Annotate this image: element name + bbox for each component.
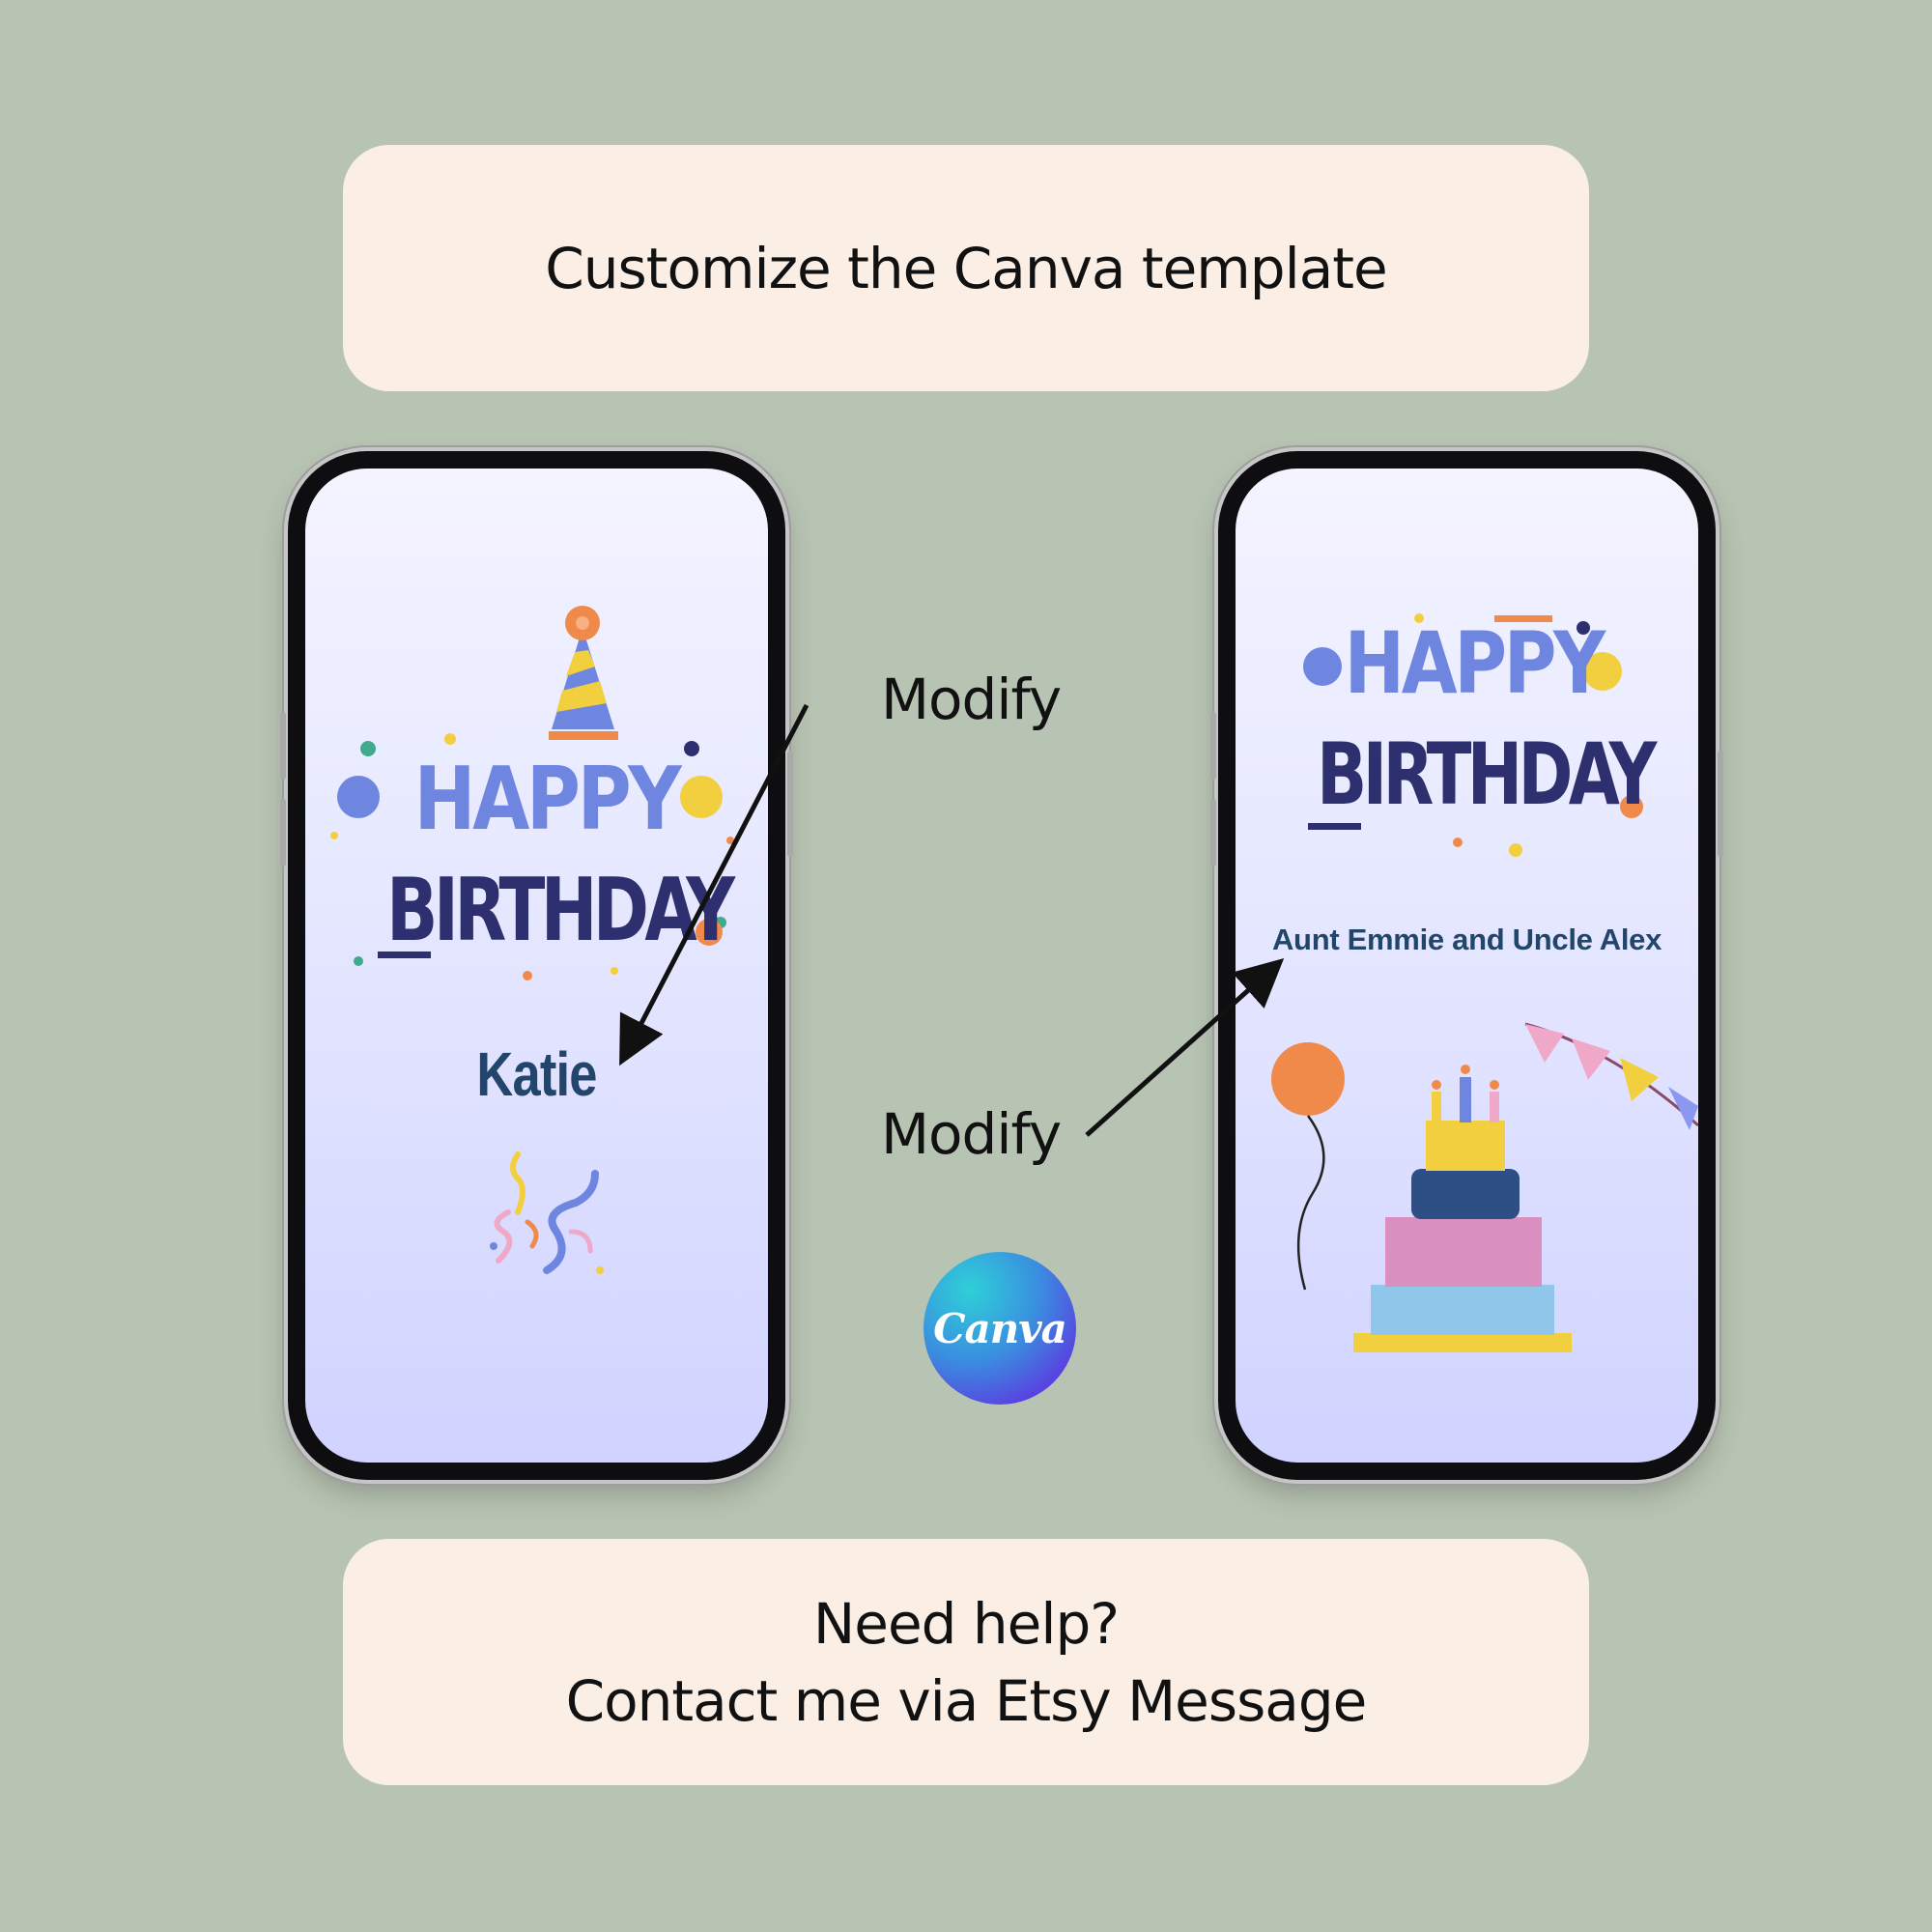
phone-mockup-left: HAPPY BIRTHDAY Katie <box>280 451 793 1480</box>
birthday-artwork-right <box>1271 613 1698 1352</box>
phone-screen-left: HAPPY BIRTHDAY Katie <box>305 469 768 1463</box>
recipient-name-katie[interactable]: Katie <box>476 1039 597 1109</box>
cake-icon <box>1353 1065 1572 1352</box>
phone-mockup-right: HAPPY BIRTHDAY Aunt Emmie and Uncle Alex <box>1210 451 1723 1480</box>
party-hat-icon <box>549 606 618 740</box>
balloon-icon <box>1271 1042 1345 1291</box>
canva-logo-text: Canva <box>933 1304 1067 1352</box>
bottom-banner: Need help? Contact me via Etsy Message <box>343 1539 1589 1785</box>
phone-screen-right: HAPPY BIRTHDAY Aunt Emmie and Uncle Alex <box>1236 469 1698 1463</box>
birthday-title: BIRTHDAY <box>1317 724 1657 824</box>
happy-title: HAPPY <box>1344 613 1606 713</box>
canva-logo-icon: Canva <box>923 1252 1076 1405</box>
help-question: Need help? <box>812 1590 1120 1657</box>
banner-title: Customize the Canva template <box>545 235 1387 301</box>
top-banner: Customize the Canva template <box>343 145 1589 391</box>
modify-label-top: Modify <box>881 667 1062 732</box>
recipient-name-aunt-uncle[interactable]: Aunt Emmie and Uncle Alex <box>1271 923 1662 956</box>
confetti-streamers-icon <box>490 1151 604 1274</box>
bunting-icon <box>1524 1022 1698 1130</box>
modify-label-bottom: Modify <box>881 1101 1062 1167</box>
help-contact: Contact me via Etsy Message <box>565 1667 1368 1734</box>
